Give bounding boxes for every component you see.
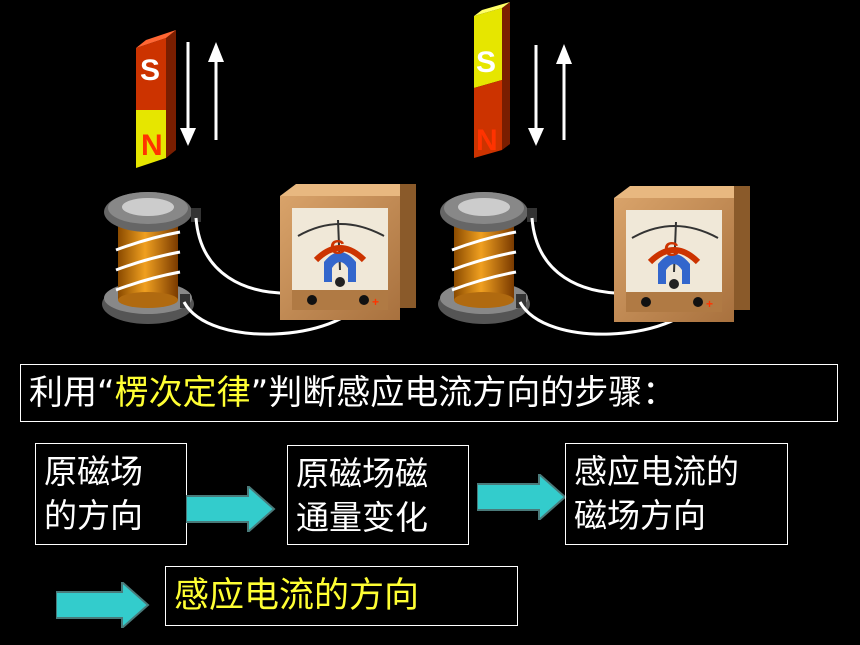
title-suffix: ”判断感应电流方向的步骤： [250,373,677,413]
galvanometer-right: G + [614,186,750,322]
step-2-line-1: 原磁场磁 [296,454,428,493]
step-1-line-1: 原磁场 [44,452,143,491]
step-2-line-2: 通量变化 [296,498,428,537]
motion-arrows-left [180,42,224,146]
step-box-3: 感应电流的 磁场方向 [565,443,788,545]
step-3-line-2: 磁场方向 [574,496,706,535]
galvanometer-left-plus: + [372,295,379,309]
motion-arrows-right [528,44,572,146]
bar-magnet-left: S N [136,30,176,168]
bar-magnet-right: S N [474,2,510,158]
down-arrow-icon [180,42,196,146]
galvanometer-right-label: G [664,239,680,261]
steps-title: 利用“楞次定律”判断感应电流方向的步骤： [20,364,838,422]
step-3-line-1: 感应电流的 [574,452,739,491]
experiment-illustration: S N S N [102,2,750,336]
magnet-right-top-pole: S [476,46,496,79]
up-arrow-icon [208,42,224,140]
right-arrow-icon [477,474,567,520]
galvanometer-right-plus: + [706,297,713,311]
title-law: 楞次定律 [114,373,251,413]
solenoid-coil-right [438,192,537,324]
up-arrow-icon [556,44,572,140]
step-1-line-2: 的方向 [44,496,143,535]
right-arrow-icon [186,486,276,532]
step-box-2: 原磁场磁 通量变化 [287,445,469,545]
title-prefix: 利用“ [29,373,115,413]
down-arrow-icon [528,45,544,146]
magnet-left-top-pole: S [140,54,160,87]
magnet-right-bottom-pole: N [476,124,498,157]
solenoid-coil-left [102,192,201,324]
right-arrow-icon [56,582,150,628]
result-text: 感应电流的方向 [174,576,420,616]
magnet-left-bottom-pole: N [141,129,163,162]
galvanometer-left-label: G [330,237,346,259]
galvanometer-left: G + [280,184,416,320]
result-box: 感应电流的方向 [165,566,518,626]
step-box-1: 原磁场 的方向 [35,443,187,545]
